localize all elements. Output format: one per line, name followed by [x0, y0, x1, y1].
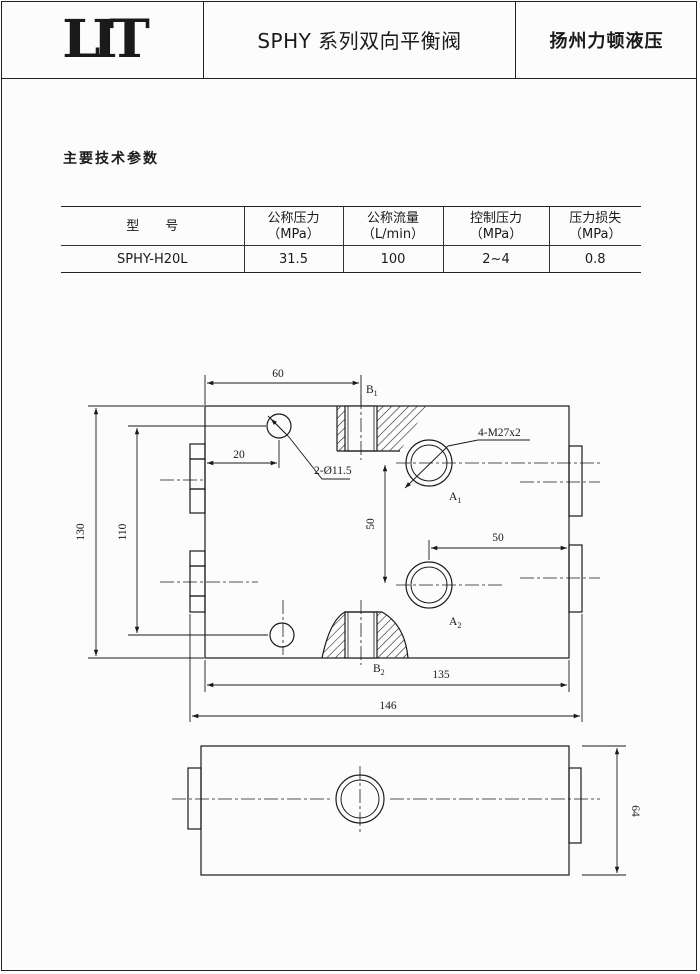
document-title: SPHY 系列双向平衡阀	[257, 29, 462, 53]
callout-thread-ports: 4-M27x2	[478, 427, 521, 439]
bottom-right-boss	[568, 767, 582, 844]
left-boss-lower	[189, 550, 206, 613]
port-label-a2: A2	[449, 616, 461, 630]
header-control-pressure: 控制压力（MPa）	[442, 206, 550, 246]
port-label-b1: B1	[366, 384, 378, 398]
header-pressure-loss: 压力损失（MPa）	[548, 206, 641, 246]
logo-cell: LIT	[1, 1, 204, 78]
top-view	[160, 395, 600, 665]
port-label-b2: B2	[373, 663, 385, 677]
section-title: 主要技术参数	[63, 151, 159, 167]
left-boss-upper	[189, 443, 206, 514]
spec-table: 型 号 公称压力（MPa） 公称流量（L/min） 控制压力（MPa） 压力损失…	[61, 206, 641, 273]
dimension-labels: 60 20 130 110 50 50 135 146 64 2-Ø11.5 4…	[75, 368, 641, 817]
table-row: SPHY-H20L 31.5 100 2~4 0.8	[61, 245, 641, 273]
header-nominal-pressure: 公称压力（MPa）	[243, 206, 344, 246]
mounting-hole-bottom	[269, 622, 295, 648]
bottom-left-boss	[187, 767, 202, 830]
dim-64: 64	[629, 805, 641, 817]
cell-nominal-flow: 100	[342, 245, 444, 273]
header: LIT SPHY 系列双向平衡阀 扬州力顿液压	[1, 1, 697, 79]
cell-pressure-loss: 0.8	[548, 245, 641, 273]
port-label-a1: A1	[449, 491, 461, 505]
mounting-hole-top	[266, 413, 292, 439]
company-logo: LIT	[62, 9, 150, 70]
right-boss-upper	[568, 445, 583, 517]
right-boss-lower	[568, 544, 583, 613]
callout-mounting-holes: 2-Ø11.5	[314, 465, 352, 477]
dim-60: 60	[272, 368, 284, 380]
bottom-view	[172, 745, 600, 876]
dimension-lines	[88, 375, 626, 876]
dim-146: 146	[379, 700, 397, 712]
dim-130: 130	[75, 523, 87, 541]
dim-110: 110	[117, 523, 129, 540]
dim-20: 20	[233, 449, 245, 461]
company-name: 扬州力顿液压	[549, 30, 664, 52]
dim-50-vertical: 50	[365, 518, 377, 530]
dim-50-horizontal: 50	[492, 532, 504, 544]
company-name-cell: 扬州力顿液压	[516, 1, 697, 78]
document-title-cell: SPHY 系列双向平衡阀	[204, 1, 516, 78]
cell-nominal-pressure: 31.5	[243, 245, 344, 273]
cell-control-pressure: 2~4	[442, 245, 550, 273]
dim-135: 135	[432, 669, 450, 681]
